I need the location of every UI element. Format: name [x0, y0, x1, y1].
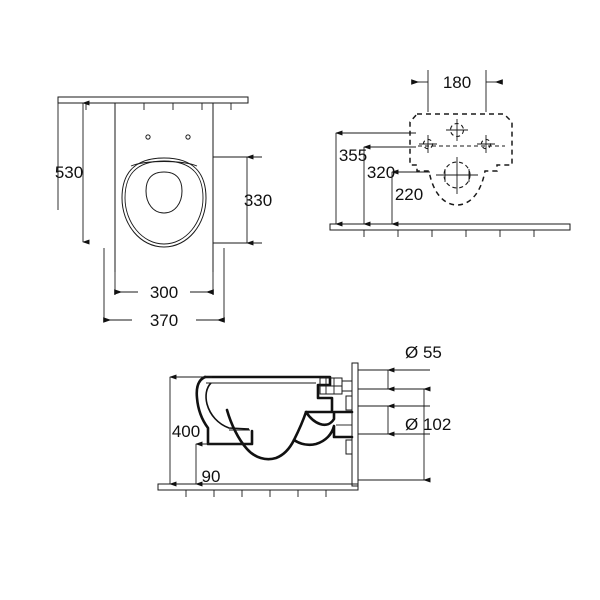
- front-wall-band: [329, 223, 571, 237]
- section-floor-band: [157, 483, 359, 497]
- fixing-hole-upper-right: [477, 135, 495, 153]
- dimension-90-label: 90: [202, 467, 221, 486]
- plan-bowl-outline: [121, 157, 207, 248]
- dimension-400: 400: [169, 374, 200, 487]
- plan-extension-lines: [57, 100, 262, 322]
- dimension-dia-55: Ø 55: [387, 343, 442, 392]
- dimension-370-label: 370: [150, 311, 178, 330]
- dimension-180-label: 180: [443, 73, 471, 92]
- dimension-dia-102: Ø 102: [387, 386, 451, 483]
- dimension-220-label: 220: [395, 185, 423, 204]
- dimension-dia-102-label: Ø 102: [405, 415, 451, 434]
- dimension-300: 300: [114, 283, 214, 302]
- section-bowl-rim: [206, 382, 316, 431]
- dimension-330-label: 330: [244, 191, 272, 210]
- dimension-320: 320: [363, 144, 395, 227]
- dimension-355-label: 355: [339, 146, 367, 165]
- fixing-hole-upper-center: [446, 119, 468, 141]
- front-lower-outlet: [436, 157, 478, 194]
- plan-hinge-holes: [145, 134, 191, 140]
- dimension-220: 220: [391, 169, 423, 227]
- plan-bowl-opening: [145, 171, 183, 214]
- plan-view: 530 330 300 370: [55, 96, 272, 330]
- fixing-hole-upper-left: [419, 135, 437, 153]
- section-flush-inlet: [319, 377, 352, 395]
- dimension-dia-55-label: Ø 55: [405, 343, 442, 362]
- section-trap-outlet: [292, 410, 354, 447]
- dimension-370: 370: [103, 311, 225, 330]
- front-view: 180 355 320 220: [329, 70, 571, 237]
- dimension-400-label: 400: [172, 422, 200, 441]
- dimension-90: 90: [195, 441, 221, 487]
- dimension-320-label: 320: [367, 163, 395, 182]
- dimension-530: 530: [55, 100, 90, 245]
- dimension-330: 330: [244, 154, 272, 246]
- dimension-530-label: 530: [55, 163, 83, 182]
- plan-body-outline: [114, 102, 214, 272]
- section-view: 400 90 Ø 55 Ø 102: [157, 343, 451, 497]
- section-wall-brackets: [345, 395, 353, 455]
- dimension-300-label: 300: [150, 283, 178, 302]
- front-upper-fixings: [419, 119, 495, 153]
- dimension-355: 355: [335, 130, 367, 227]
- dimension-180: 180: [411, 73, 503, 92]
